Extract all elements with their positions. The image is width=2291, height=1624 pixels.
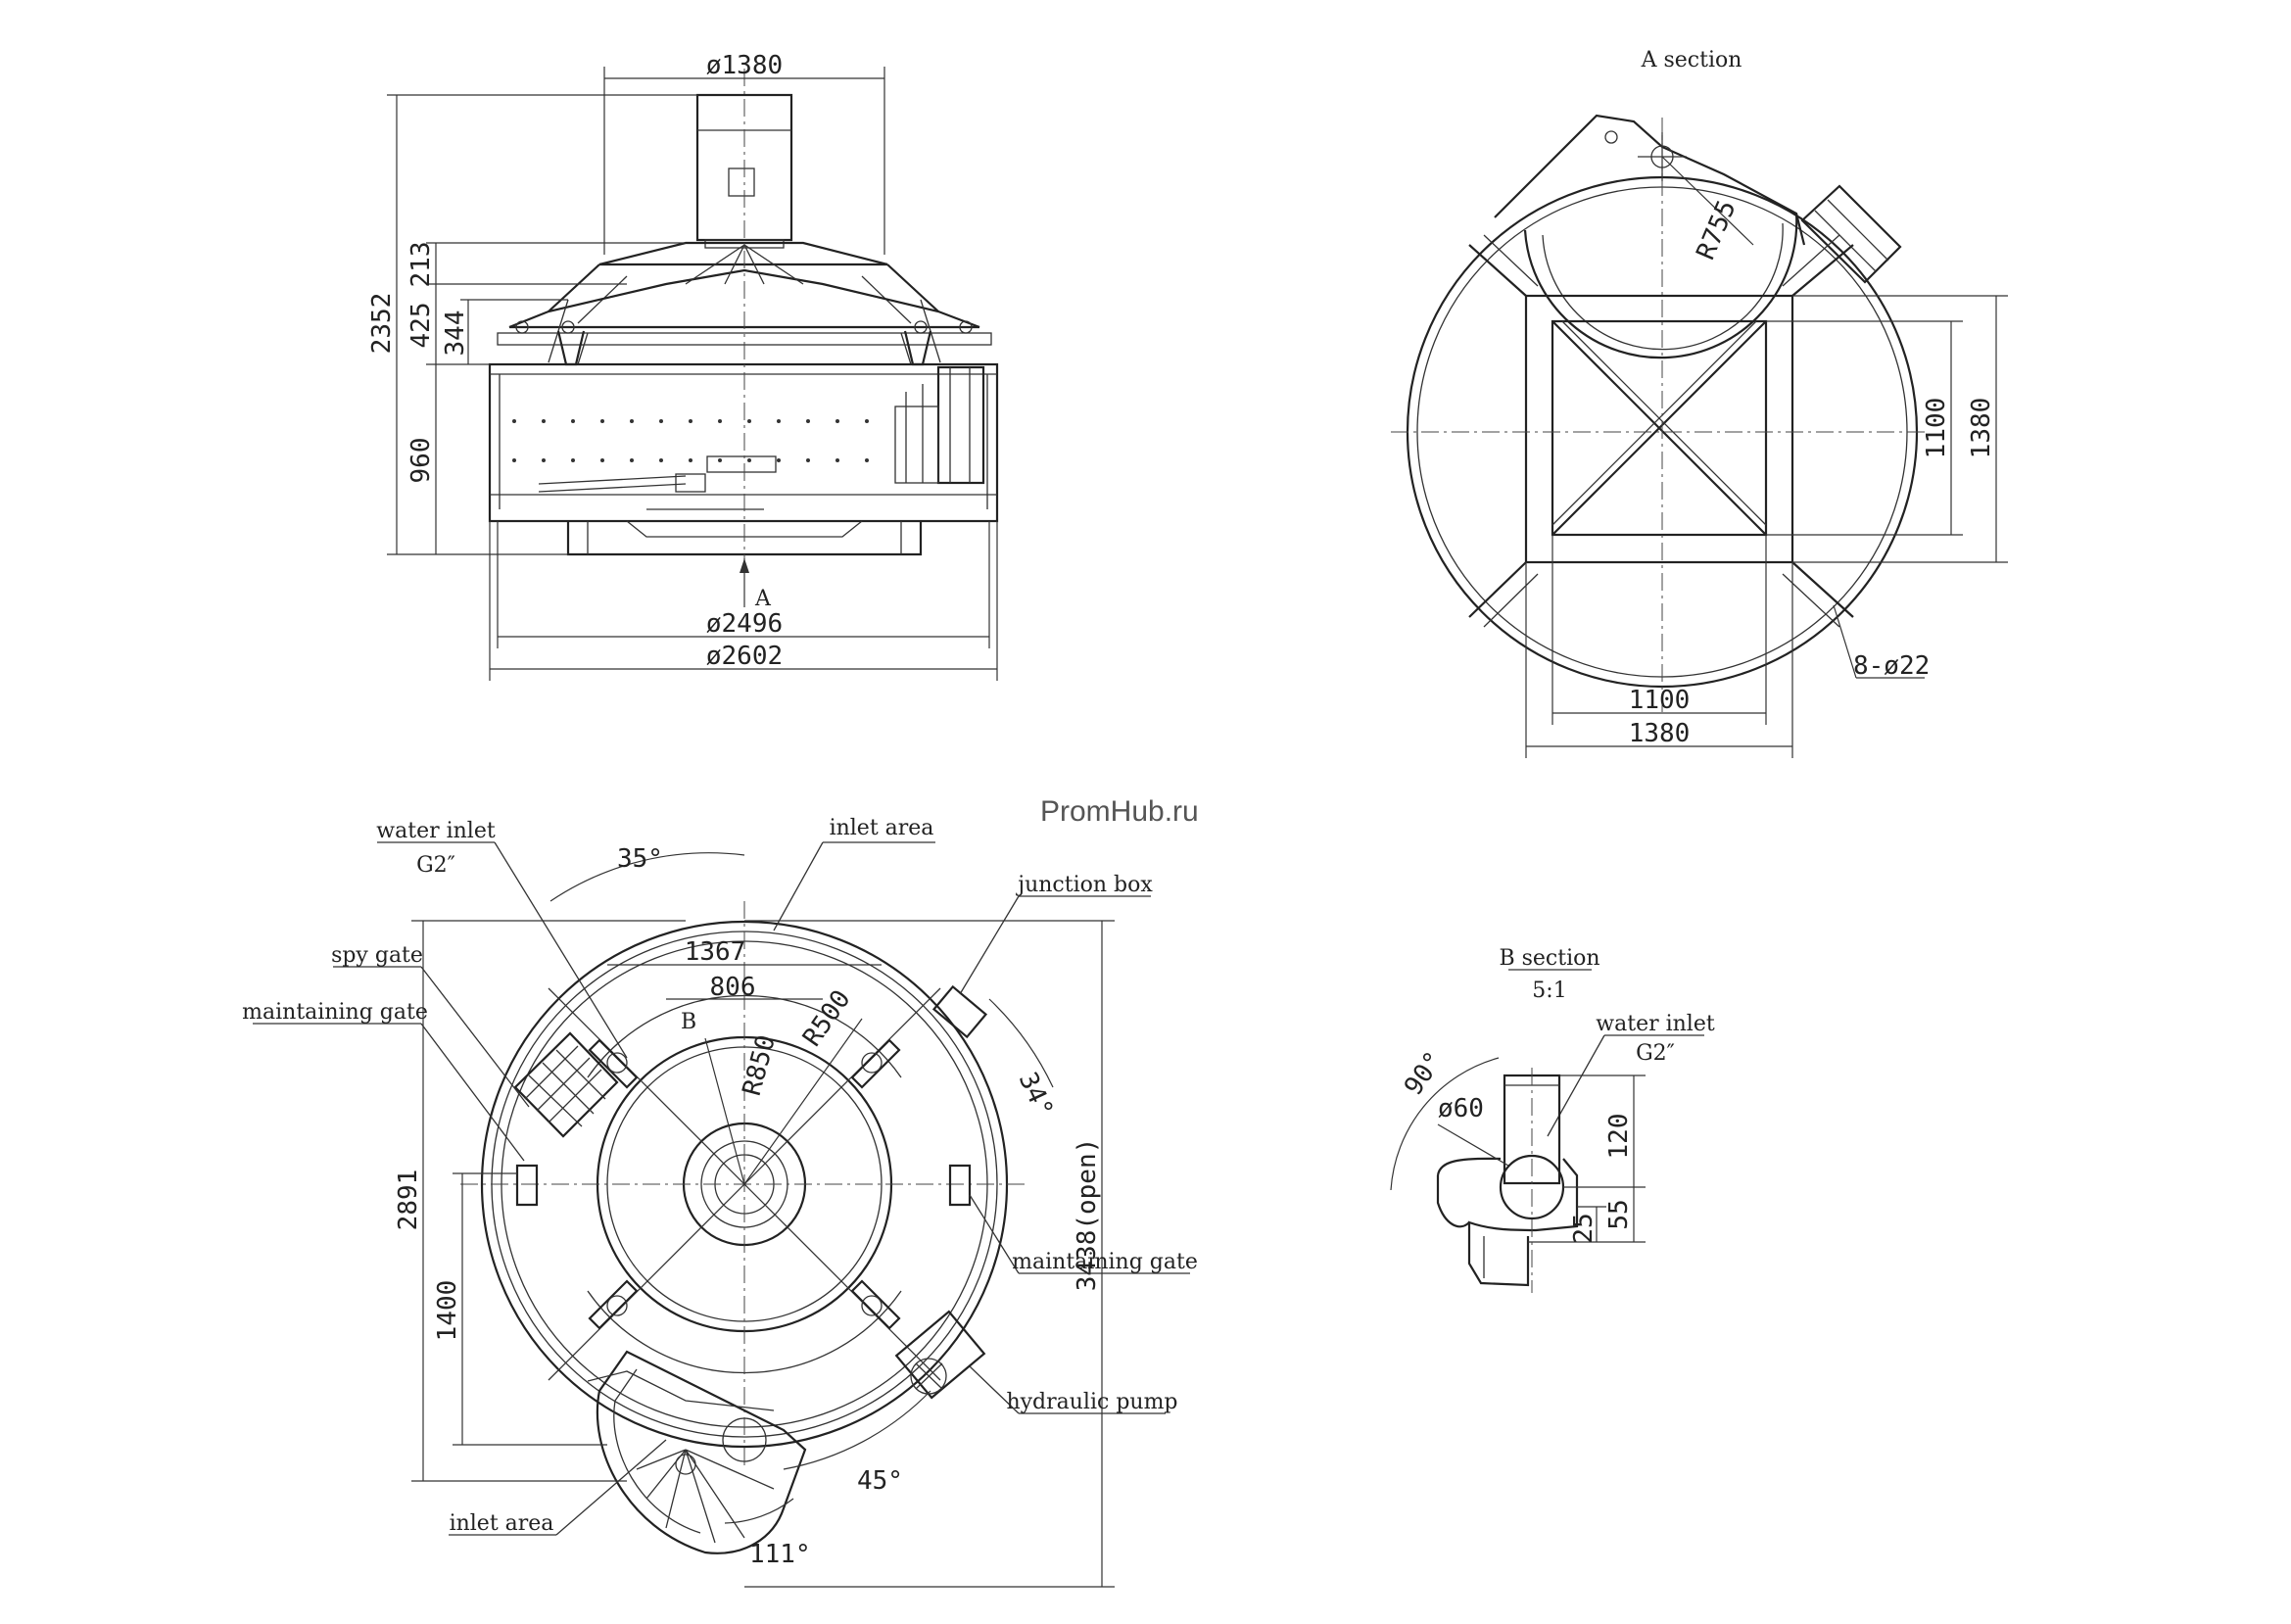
label-junction-box: junction box: [1015, 873, 1153, 897]
plan-view: 35° 34° 45° 111° 1367 806 B R850 R500 34…: [242, 816, 1198, 1588]
dim-outer-diameter: ø2602: [706, 642, 783, 671]
dim-r500: R500: [797, 985, 856, 1053]
dim-overall-height: 2352: [367, 293, 397, 355]
label-water-inlet-size: G2″: [416, 853, 455, 878]
label-water-inlet: water inlet: [376, 819, 496, 843]
dim-213: 213: [406, 242, 436, 288]
b-diameter: ø60: [1438, 1094, 1484, 1123]
angle-111: 111°: [749, 1540, 811, 1569]
dim-r755: R755: [1692, 196, 1742, 263]
b-section-scale: 5:1: [1532, 979, 1566, 1003]
b-label-water-inlet: water inlet: [1596, 1012, 1715, 1036]
mixer-drum: [488, 362, 999, 556]
label-maintaining-gate-right: maintaining gate: [1012, 1250, 1198, 1274]
b-label-water-inlet-size: G2″: [1636, 1041, 1675, 1066]
label-spy-gate: spy gate: [331, 943, 423, 968]
hydraulic-pump: [894, 1310, 986, 1400]
b-dim-120: 120: [1604, 1114, 1634, 1160]
dim-425: 425: [406, 303, 436, 349]
front-dimensions: ø1380 2352 213 425 344 960 ø2496: [367, 51, 998, 681]
label-hydraulic-pump: hydraulic pump: [1006, 1390, 1177, 1414]
b-section-title: B section: [1499, 946, 1599, 971]
dim-a-height-outer: 1380: [1967, 398, 1996, 459]
spy-gate-grid: [513, 1031, 619, 1138]
dim-1400: 1400: [433, 1280, 462, 1342]
a-section-view: A section R755: [1391, 48, 2008, 758]
dim-a-width-outer: 1380: [1629, 719, 1691, 748]
angle-45: 45°: [857, 1466, 903, 1496]
dim-960: 960: [406, 438, 436, 484]
inlet-chute: [587, 1350, 807, 1554]
front-view: ø1380 2352 213 425 344 960 ø2496: [367, 51, 999, 681]
label-inlet-area-top: inlet area: [830, 816, 934, 840]
dim-806: 806: [710, 973, 756, 1002]
a-section-title: A section: [1641, 48, 1742, 72]
angle-35: 35°: [617, 844, 663, 874]
dim-a-width-inner: 1100: [1629, 686, 1691, 715]
label-inlet-area-bottom: inlet area: [450, 1511, 554, 1536]
b-dim-25: 25: [1569, 1213, 1599, 1243]
dim-top-diameter: ø1380: [706, 51, 783, 80]
label-maintaining-gate-left: maintaining gate: [242, 1000, 428, 1025]
dim-2891: 2891: [394, 1170, 423, 1231]
plan-leaders: [253, 841, 1190, 1536]
angle-34: 34°: [1013, 1068, 1059, 1122]
section-mark-a: A: [754, 587, 772, 611]
holes-callout: 8-ø22: [1853, 651, 1930, 681]
watermark: PromHub.ru: [1040, 795, 1199, 828]
dim-inner-diameter: ø2496: [706, 609, 783, 639]
b-section-view: B section 5:1 water inlet G2″ 90° ø60 12…: [1390, 946, 1715, 1293]
b-dim-55: 55: [1604, 1199, 1634, 1229]
dim-a-height-inner: 1100: [1922, 398, 1951, 459]
mark-b: B: [681, 1010, 696, 1034]
dim-3438: 3438(open): [1073, 1138, 1102, 1292]
scraper-arms: [515, 1038, 972, 1330]
dim-344: 344: [441, 310, 470, 357]
dim-r850: R850: [738, 1032, 782, 1099]
dim-1367: 1367: [685, 937, 746, 967]
b-angle: 90°: [1399, 1046, 1450, 1101]
